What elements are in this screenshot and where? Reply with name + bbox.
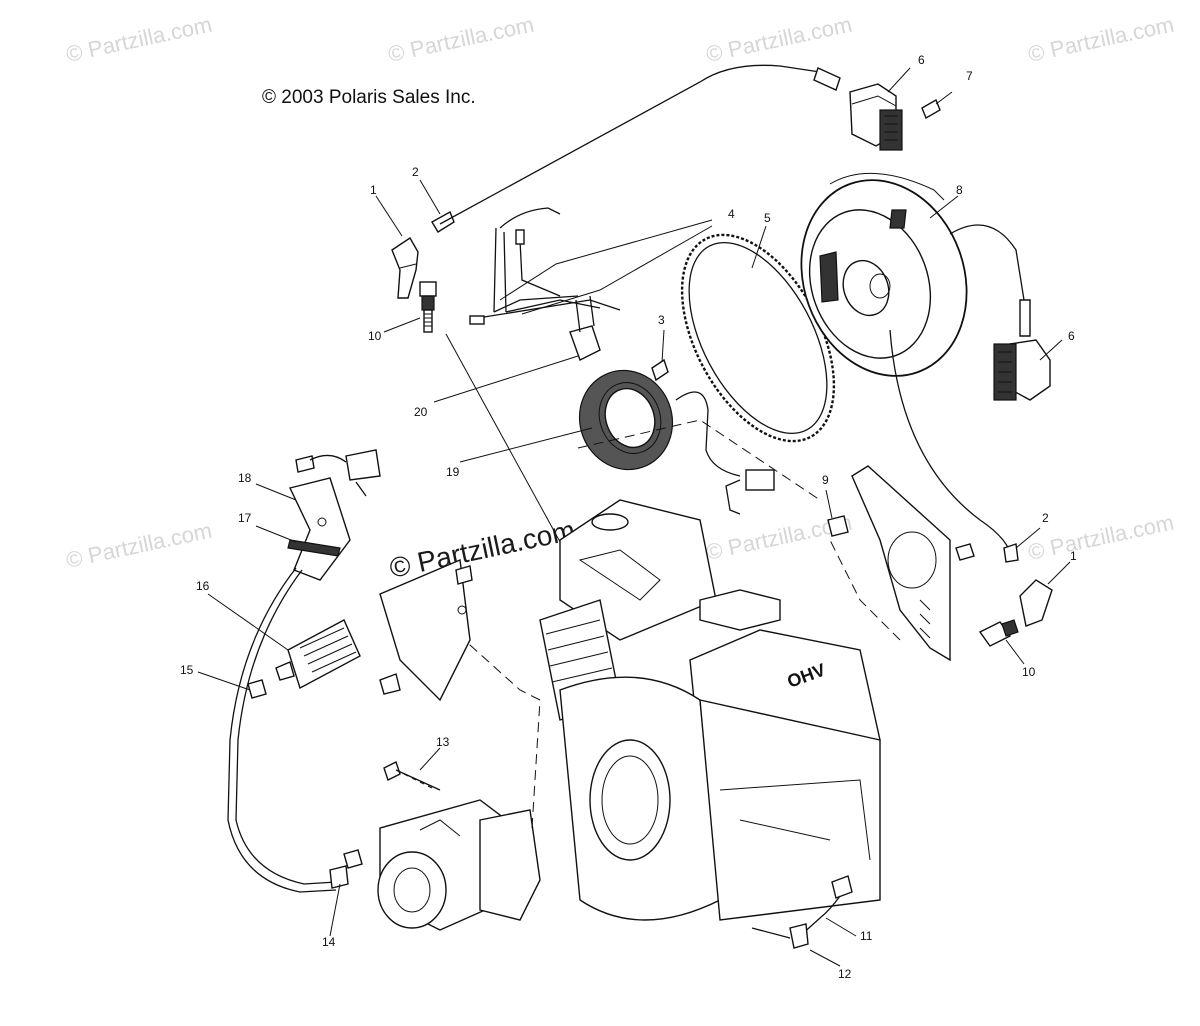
dashed-stator-mount	[577, 419, 821, 501]
part-coil-screw	[921, 98, 941, 120]
part-stator-screw	[651, 358, 669, 382]
starter-cable-inner	[235, 569, 337, 885]
leader-plug-to-engine	[445, 333, 571, 561]
part-regulator-16	[275, 619, 361, 690]
part-flywheel	[800, 172, 968, 377]
callout-20: 20	[414, 405, 428, 419]
watermark-5: © Partzilla.com	[64, 518, 214, 573]
callout-18: 18	[238, 471, 252, 485]
callout-16: 16	[196, 579, 210, 593]
callout-5: 5	[764, 211, 771, 225]
callout-1-left: 1	[370, 183, 377, 197]
callouts: 1 2 3 4 5 6 6 7 8 9 10 10 2 1 11 12 13 1…	[180, 53, 1077, 981]
part-bolt-bracket	[379, 673, 401, 695]
callout-9: 9	[822, 473, 829, 487]
callout-3: 3	[658, 313, 665, 327]
watermark-4: © Partzilla.com	[1026, 12, 1176, 67]
starter-cable	[227, 567, 337, 893]
part-spark-plug-cap-right	[1019, 579, 1053, 627]
callout-14: 14	[322, 935, 336, 949]
part-wire-harness	[469, 207, 621, 361]
part-spark-plug-cap-left	[391, 237, 419, 299]
ignition-wire-lower	[889, 329, 1013, 561]
callout-17: 17	[238, 511, 252, 525]
part-screw-15	[247, 679, 267, 699]
callout-7: 7	[966, 69, 973, 83]
watermark-1: © Partzilla.com	[64, 12, 214, 67]
leader-4-a	[499, 219, 713, 301]
callout-2-left: 2	[412, 165, 419, 179]
leader-4-b	[521, 225, 713, 315]
watermark-2: © Partzilla.com	[386, 12, 536, 67]
callout-15: 15	[180, 663, 194, 677]
dashed-starter-engine	[531, 699, 541, 829]
dashed-engine-right	[829, 539, 901, 641]
watermarks: © Partzilla.com © Partzilla.com © Partzi…	[64, 12, 1176, 584]
callout-2-right: 2	[1042, 511, 1049, 525]
callout-1-right: 1	[1070, 549, 1077, 563]
part-spark-plug-left	[419, 281, 437, 333]
callout-12: 12	[838, 967, 852, 981]
callout-6-top: 6	[918, 53, 925, 67]
part-spark-plug-right	[978, 619, 1019, 647]
callout-11: 11	[860, 929, 873, 943]
part-ignition-coil-top	[813, 67, 903, 151]
leader-lines	[197, 67, 1071, 967]
part-bolt-9	[827, 515, 849, 537]
part-starter-motor	[377, 799, 541, 931]
callout-8: 8	[956, 183, 963, 197]
callout-10-right: 10	[1022, 665, 1036, 679]
callout-19: 19	[446, 465, 460, 479]
part-left-bracket	[379, 558, 473, 702]
callout-6-right: 6	[1068, 329, 1075, 343]
part-starter-bolt-13	[383, 761, 441, 791]
engine-block: OHV	[539, 499, 881, 921]
part-nuts-14	[329, 849, 363, 889]
watermark-center: © Partzilla.com	[387, 514, 578, 584]
callout-4: 4	[728, 207, 735, 221]
part-ignition-coil-right	[993, 299, 1051, 401]
callout-13: 13	[436, 735, 450, 749]
callout-10-left: 10	[368, 329, 382, 343]
part-right-bracket	[851, 465, 975, 662]
part-clip-right	[1003, 543, 1019, 563]
part-sensor-11	[789, 875, 853, 949]
copyright-notice: © 2003 Polaris Sales Inc.	[262, 87, 476, 108]
watermark-3: © Partzilla.com	[704, 12, 854, 67]
part-clamp-17	[287, 539, 341, 557]
part-harness-18	[289, 449, 381, 581]
ignition-wire-top	[439, 64, 821, 225]
leader-7-a	[935, 91, 953, 105]
part-stator	[578, 369, 775, 515]
ignition-wire-right	[949, 224, 1025, 301]
part-lead-12	[751, 927, 791, 939]
